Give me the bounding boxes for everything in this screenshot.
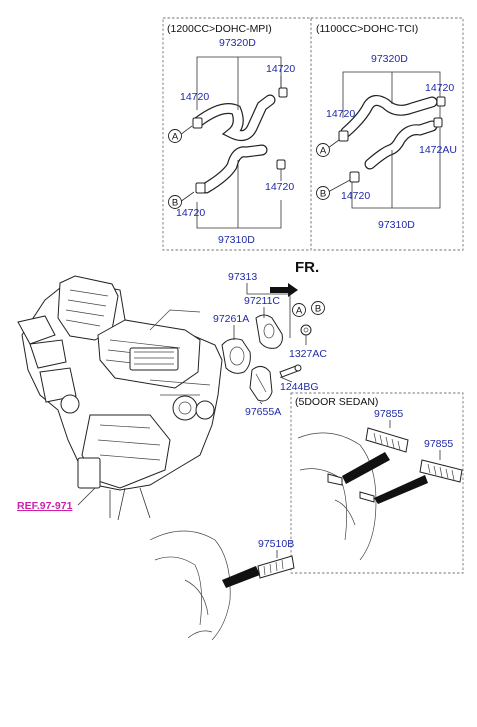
sedan-variant-box: (5DOOR SEDAN) [290,392,464,574]
sedan-variant-header: (5DOOR SEDAN) [295,396,378,408]
front-direction-arrow: FR. [270,259,319,297]
heater-unit-assembly [17,275,223,521]
label-14720-tci-clamp-top: 14720 [425,82,454,94]
label-1327AC: 1327AC [289,348,327,360]
plate-97211C [255,314,283,349]
label-97510B: 97510B [258,538,294,550]
tci-hose-clamps [338,96,446,183]
label-97261A: 97261A [213,313,249,325]
label-97320D-mpi: 97320D [219,37,256,49]
reference-link[interactable]: REF.97-971 [17,487,96,512]
label-97320D-tci: 97320D [371,53,408,65]
tci-lower-hose [364,120,438,170]
mpi-leader-lines [179,56,282,229]
mpi-variant-box: (1200CC>DOHC-MPI) [162,17,312,251]
svg-text:A: A [172,132,179,143]
vent-grille-97855-upper [365,427,409,453]
marker-b-tci: B [316,186,330,200]
label-14720-tci-clamp-left: 14720 [326,108,355,120]
label-1472AU-tci: 1472AU [419,144,457,156]
small-parts-labels: 97313 97211C 97261A 1327AC 1244BG 97655A [213,271,327,418]
svg-text:B: B [320,189,326,200]
grommet-1327AC [300,324,312,336]
tci-leader-lines [327,71,441,209]
mpi-lower-hose [200,144,268,194]
small-parts-leaders [233,283,307,405]
vent-grille-97855-lower [419,459,463,483]
sedan-leaders [389,420,441,460]
tci-labels: 97320D 14720 14720 1472AU 14720 97310D [326,53,457,231]
front-label: FR. [295,259,319,276]
tci-upper-hose [340,95,438,138]
label-97313: 97313 [228,271,257,283]
label-97655A: 97655A [245,406,281,418]
svg-text:A: A [296,306,303,317]
mpi-variant-header: (1200CC>DOHC-MPI) [167,23,272,35]
label-1244BG: 1244BG [280,381,319,393]
vent-grille-97510B [257,555,295,579]
marker-a-main: A [292,303,306,317]
label-14720-mpi-clamp-bottom: 14720 [176,207,205,219]
seal-97655A [249,366,273,402]
gasket-97261A [221,338,251,374]
tci-variant-box: (1100CC>DOHC-TCI) [310,17,464,251]
marker-b-main: B [311,301,325,315]
svg-text:A: A [320,146,327,157]
label-14720-mpi-clamp-left: 14720 [180,91,209,103]
label-14720-tci-clamp-bottom: 14720 [341,190,370,202]
ref-97-971-link[interactable]: REF.97-971 [17,500,73,512]
svg-text:B: B [315,304,321,315]
mpi-labels: 97320D 14720 14720 14720 14720 97310D [176,37,295,246]
label-97310D-tci: 97310D [378,219,415,231]
tci-variant-header: (1100CC>DOHC-TCI) [316,23,418,35]
marker-a-mpi: A [168,129,182,143]
screw-1244BG [279,364,302,378]
mpi-upper-hose [192,94,276,142]
marker-a-tci: A [316,143,330,157]
marker-b-mpi: B [168,195,182,209]
label-14720-mpi-clamp-top: 14720 [266,63,295,75]
label-97855-lower: 97855 [424,438,453,450]
svg-text:B: B [172,198,178,209]
label-97855-upper: 97855 [374,408,403,420]
label-14720-mpi-clamp-right: 14720 [265,181,294,193]
hatchback-car-outline [149,530,260,641]
label-97310D-mpi: 97310D [218,234,255,246]
sedan-car-outline [297,432,428,561]
label-97211C: 97211C [244,295,280,307]
